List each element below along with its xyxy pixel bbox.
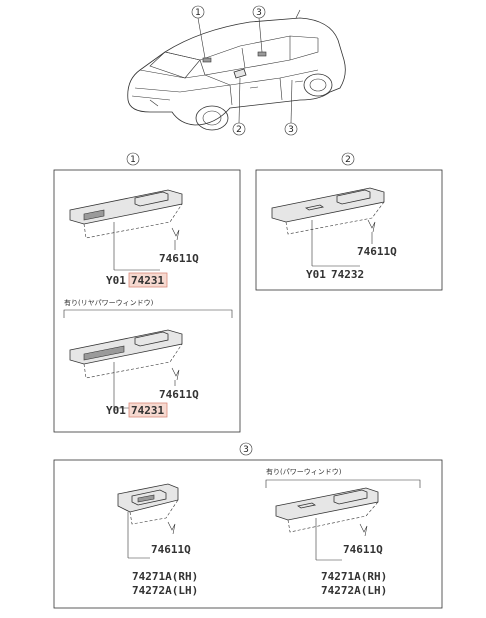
panel-3-right-part-lh: 74272A(LH) (321, 584, 387, 597)
panel-3-right-part-rh: 74271A(RH) (321, 570, 387, 583)
panel-3-left-part-rh: 74271A(RH) (132, 570, 198, 583)
panel-2: 2 74611Q Y01 74232 (255, 152, 443, 291)
callout-1-number: 1 (195, 8, 201, 18)
panel-3: 3 74611Q 74271A(RH) 74272A(LH) 有り(パワーウィン… (53, 442, 443, 609)
panel-1-top-clip-code: 74611Q (159, 252, 199, 265)
panel-1-top-part-number: 74231 (131, 274, 164, 287)
panel-3-right-clip-code: 74611Q (343, 543, 383, 556)
panel-1-bottom-clip-code: 74611Q (159, 388, 199, 401)
callout-2-car: 2 (232, 77, 246, 136)
panel-1-top-highlight-box (128, 272, 168, 288)
panel-3-left-part-lh: 74272A(LH) (132, 584, 198, 597)
panel-1-top-part-prefix: Y01 (106, 274, 126, 287)
panel-1-note: 有り(リヤパワーウィンドウ) (63, 298, 233, 318)
panel-1: 1 74611Q Y01 74231 有り(リヤパワーウィンドウ) (53, 152, 241, 433)
panel-3-note-text: 有り(パワーウィンドウ) (266, 467, 342, 476)
panel-1-bottom-switch: 74611Q Y01 74231 (69, 329, 199, 418)
callout-2-number-car: 2 (236, 125, 242, 135)
panel-3-right-switch: 74611Q 74271A(RH) 74272A(LH) (275, 487, 387, 597)
callout-3-car-top: 3 (252, 5, 266, 53)
panel-3-callout: 3 (243, 445, 249, 455)
panel-1-bottom-part-number: 74231 (131, 404, 164, 417)
panel-3-frame (53, 459, 443, 609)
callout-1-car: 1 (191, 5, 206, 59)
panel-1-bottom-highlight-box (128, 402, 168, 418)
panel-3-left-switch: 74611Q 74271A(RH) 74272A(LH) (117, 483, 198, 597)
callout-3-number-top: 3 (256, 8, 262, 18)
panel-1-top-switch: 74611Q Y01 74231 (69, 189, 199, 288)
panel-1-frame (53, 169, 241, 433)
panel-2-part-number: 74232 (331, 268, 364, 281)
panel-1-note-text: 有り(リヤパワーウィンドウ) (64, 298, 154, 307)
panel-3-left-clip-code: 74611Q (151, 543, 191, 556)
panel-2-frame (255, 169, 443, 291)
panel-3-note: 有り(パワーウィンドウ) (265, 467, 421, 488)
panel-2-clip-code: 74611Q (357, 245, 397, 258)
car-illustration (127, 9, 346, 131)
panel-1-callout: 1 (130, 155, 136, 165)
panel-1-bottom-part-prefix: Y01 (106, 404, 126, 417)
panel-2-part-prefix: Y01 (306, 268, 326, 281)
panel-2-callout: 2 (345, 155, 351, 165)
callout-3-number-bottom: 3 (288, 125, 294, 135)
callout-3-car-bottom: 3 (284, 79, 298, 136)
